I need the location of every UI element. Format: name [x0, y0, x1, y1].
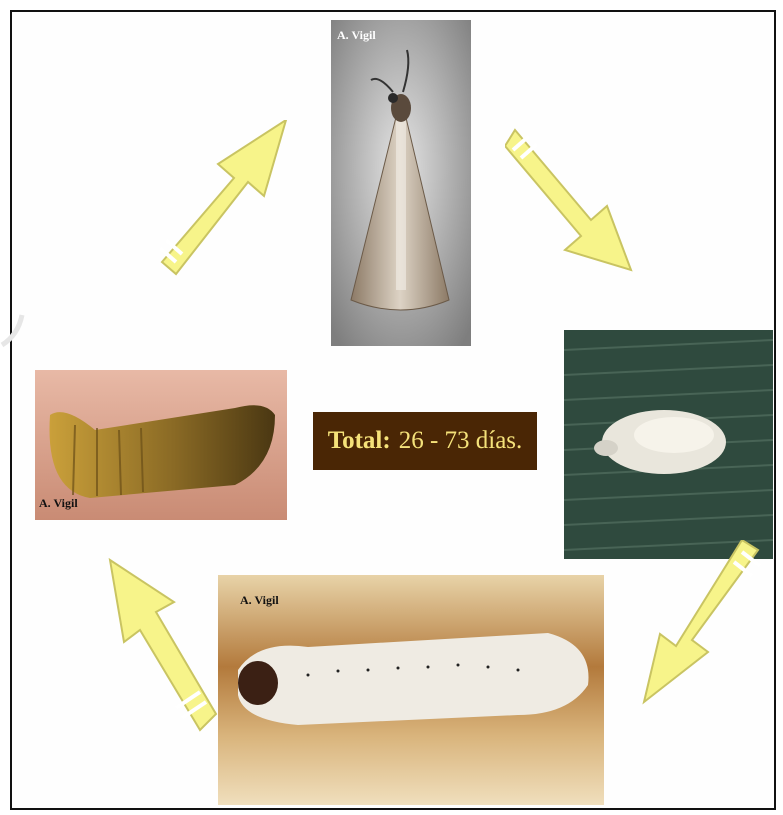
adult-moth-photo: A. Vigil	[331, 20, 471, 346]
arrow-up-right	[140, 120, 300, 280]
total-duration-box: Total: 26 - 73 días.	[313, 412, 537, 470]
arrow-up-left	[90, 550, 220, 740]
egg-mass-photo	[564, 330, 773, 559]
photo-credit: A. Vigil	[337, 28, 376, 43]
arrow-down-right	[505, 110, 645, 280]
pupa-photo: A. Vigil	[35, 370, 287, 520]
total-value: 26 - 73 días.	[399, 427, 523, 455]
photo-credit: A. Vigil	[39, 496, 78, 511]
arrow-down-left	[630, 540, 780, 710]
larva-photo: A. Vigil	[218, 575, 604, 805]
total-label: Total:	[328, 427, 391, 455]
photo-credit: A. Vigil	[240, 593, 279, 608]
watermark-fragment	[0, 305, 40, 355]
